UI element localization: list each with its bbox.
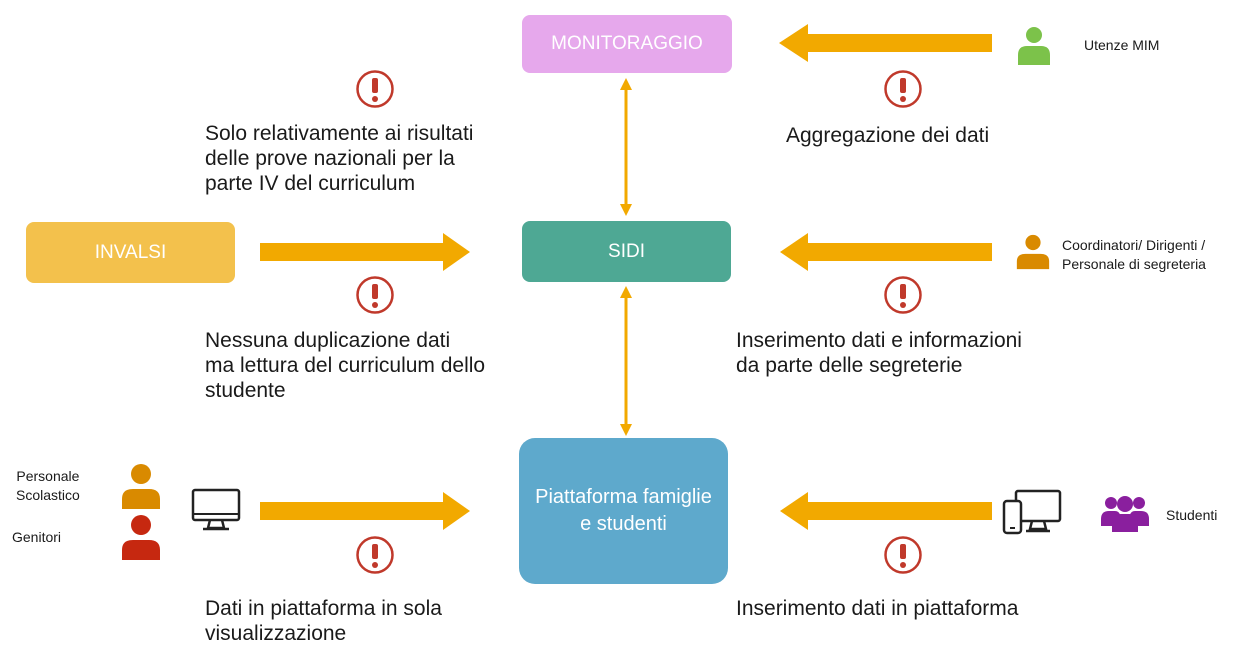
note-aggregation: Aggregazione dei dati (786, 124, 990, 147)
arrow-sidi-monitoraggio (620, 78, 632, 216)
alert-icon (884, 536, 922, 574)
arrow-invalsi-to-sidi (260, 233, 470, 271)
devices-icon (1002, 489, 1062, 535)
user-icon (1018, 27, 1050, 65)
note-no-duplication: Nessuna duplicazione dati ma lettura del… (205, 329, 486, 402)
user-icon (122, 464, 160, 509)
group-icon (1101, 496, 1149, 532)
piattaforma-box: Piattaforma famiglie e studenti (519, 438, 728, 584)
actor-students: Studenti (1166, 507, 1218, 523)
computer-icon (191, 488, 241, 531)
arrow-coordinators-to-sidi (780, 233, 992, 271)
user-icon (1016, 234, 1050, 270)
alert-icon (356, 276, 394, 314)
alert-icon (356, 70, 394, 108)
actor-school-staff: Personale Scolastico (16, 468, 80, 503)
arrow-students-to-piattaforma (780, 492, 992, 530)
note-secretary-entry: Inserimento dati e informazioni da parte… (736, 329, 1022, 377)
note-view-only: Dati in piattaforma in sola visualizzazi… (205, 597, 442, 645)
arrow-mim-to-monitoraggio (779, 24, 992, 62)
monitoraggio-box: MONITORAGGIO (522, 15, 732, 73)
sidi-box: SIDI (522, 221, 731, 282)
alert-icon (884, 70, 922, 108)
arrow-users-to-piattaforma (260, 492, 470, 530)
note-platform-entry: Inserimento dati in piattaforma (736, 597, 1019, 620)
user-icon (122, 515, 160, 560)
alert-icon (356, 536, 394, 574)
arrow-sidi-piattaforma (620, 286, 632, 436)
note-invalsi-results: Solo relativamente ai risultati delle pr… (205, 122, 474, 195)
alert-icon (884, 276, 922, 314)
actor-coordinators: Coordinatori/ Dirigenti / Personale di s… (1062, 237, 1206, 272)
invalsi-box: INVALSI (26, 222, 235, 283)
actor-mim-users: Utenze MIM (1084, 37, 1160, 53)
actor-parents: Genitori (12, 529, 62, 545)
